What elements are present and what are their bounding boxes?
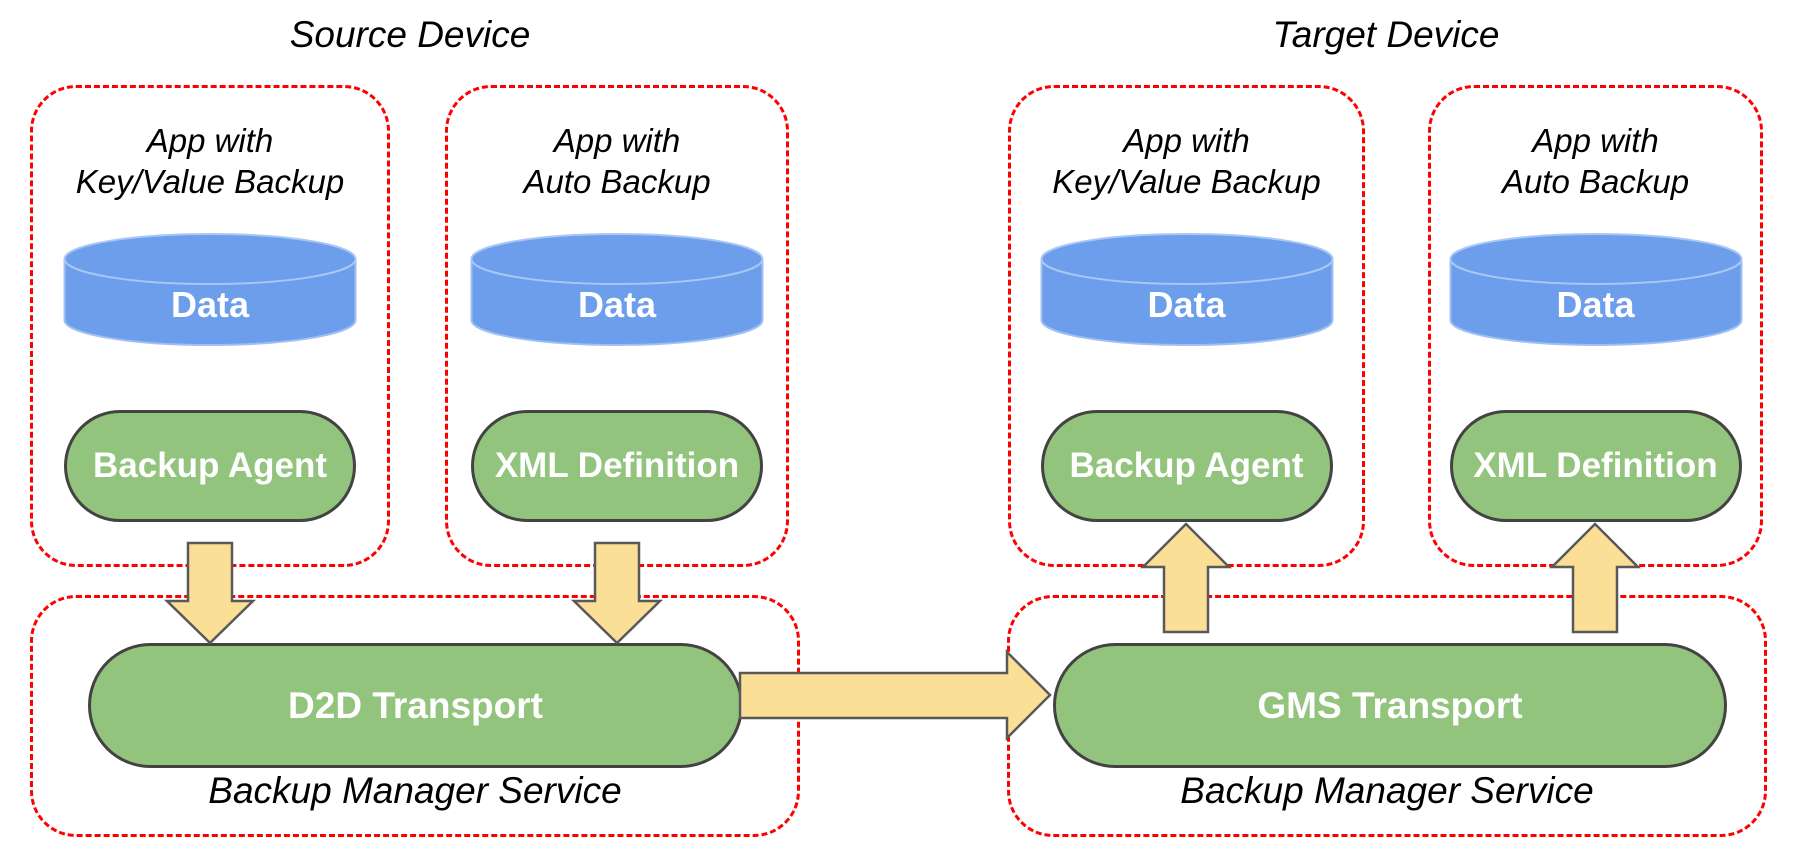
database-cylinder-icon: [470, 233, 764, 346]
component-pill-target-backup-agent: Backup Agent: [1040, 410, 1333, 522]
app-label-line1: App with: [146, 122, 274, 159]
app-label-line2: Auto Backup: [1501, 163, 1690, 200]
app-box-source-auto: App with Auto Backup Data XML Definition: [445, 85, 789, 567]
d2d-transport-pill: D2D Transport: [88, 643, 743, 768]
app-label-target-keyvalue: App with Key/Value Backup: [1011, 120, 1362, 202]
app-box-target-keyvalue: App with Key/Value Backup Data Backup Ag…: [1008, 85, 1365, 567]
data-label: Data: [1556, 284, 1635, 325]
app-label-line2: Key/Value Backup: [75, 163, 345, 200]
database-cylinder-icon: [1449, 233, 1742, 346]
app-label-source-keyvalue: App with Key/Value Backup: [33, 120, 387, 202]
app-label-target-auto: App with Auto Backup: [1431, 120, 1760, 202]
component-pill-source-backup-agent: Backup Agent: [64, 410, 356, 522]
service-box-source: D2D Transport Backup Manager Service: [30, 595, 800, 837]
app-label-line2: Auto Backup: [523, 163, 711, 200]
database-cylinder-icon: [1040, 233, 1333, 346]
data-cylinder-source-keyvalue: Data: [63, 232, 358, 347]
app-label-line1: App with: [1123, 122, 1250, 159]
app-label-line2: Key/Value Backup: [1052, 163, 1321, 200]
app-label-source-auto: App with Auto Backup: [448, 120, 786, 202]
database-cylinder-icon: [63, 233, 357, 346]
source-device-title: Source Device: [289, 14, 531, 55]
component-pill-source-xml-definition: XML Definition: [471, 410, 763, 522]
data-cylinder-target-keyvalue: Data: [1039, 232, 1334, 347]
target-device-title: Target Device: [1272, 14, 1500, 55]
data-cylinder-source-auto: Data: [470, 232, 765, 347]
gms-transport-pill: GMS Transport: [1053, 643, 1727, 768]
service-label-source: Backup Manager Service: [208, 770, 622, 811]
service-label-target: Backup Manager Service: [1180, 770, 1594, 811]
component-pill-target-xml-definition: XML Definition: [1449, 410, 1742, 522]
data-label: Data: [1147, 284, 1226, 325]
app-box-target-auto: App with Auto Backup Data XML Definition: [1428, 85, 1763, 567]
app-box-source-keyvalue: App with Key/Value Backup Data Backup Ag…: [30, 85, 390, 567]
data-cylinder-target-auto: Data: [1448, 232, 1743, 347]
app-label-line1: App with: [1532, 122, 1659, 159]
data-label: Data: [577, 284, 657, 325]
data-label: Data: [170, 284, 250, 325]
service-box-target: GMS Transport Backup Manager Service: [1007, 595, 1767, 837]
app-label-line1: App with: [553, 122, 681, 159]
